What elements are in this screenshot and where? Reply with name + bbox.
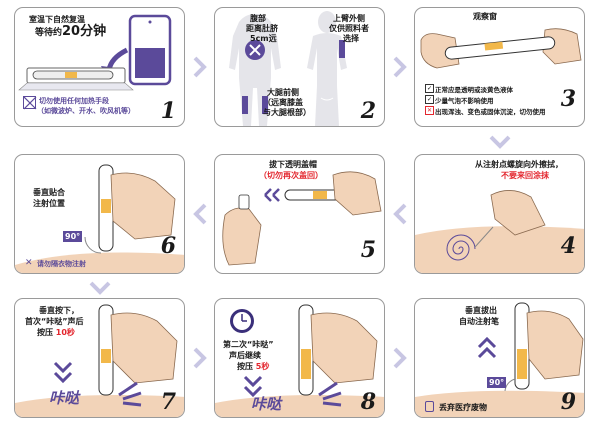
cross-icon: ✕ [425, 106, 434, 115]
arrow-left-icon [193, 203, 207, 225]
step-1-text-2: 等待约20分钟 [35, 24, 107, 39]
step-6-number: 6 [160, 233, 176, 259]
step-4-text-2: 不要来回涂抹 [501, 171, 549, 180]
step-7-press-time: 10秒 [55, 328, 75, 337]
step-2-number: 2 [360, 98, 376, 124]
dispose-label: 丢弃医疗废物 [439, 403, 487, 412]
step-1-wait-time: 20分钟 [62, 24, 107, 39]
step-7-text-1: 垂直按下， [39, 306, 79, 315]
step-5-text-1: 拔下透明盖帽 [269, 160, 317, 169]
step-5-panel: 拔下透明盖帽 （切勿再次盖回） 5 [214, 154, 385, 274]
step-9-text-1: 垂直拔出 [465, 306, 497, 315]
no-clothes-icon: ✕ [25, 258, 33, 268]
step-8-text-1: 第二次“咔哒” [223, 340, 274, 349]
step-8-press-label: 按压 [237, 362, 253, 371]
arrow-right-icon [393, 347, 407, 369]
step-1-warning-2: （如微波炉、开水、吹风机等） [37, 107, 135, 115]
warming-illustration [18, 14, 172, 91]
arrow-right-icon [193, 56, 207, 78]
step-5-number: 5 [360, 237, 376, 263]
step-8-number: 8 [360, 389, 376, 415]
step-6-panel: 垂直贴合 注射位置 90° ✕ 请勿隔衣物注射 6 [14, 154, 185, 274]
thigh-label-3: 与大腿根部） [263, 108, 311, 117]
check-item-3: 出现浑浊、变色或固体沉淀，切勿使用 [435, 108, 546, 116]
thigh-label-2: （远离膝盖 [263, 98, 303, 107]
step-6-warning: 请勿隔衣物注射 [37, 260, 86, 268]
step-9-panel: 垂直拔出 自动注射笔 90° 丢弃医疗废物 9 [414, 298, 585, 418]
no-heat-icon [23, 96, 37, 110]
click-sound-label: 咔哒 [251, 395, 282, 413]
check-item-2: 少量气泡不影响使用 [435, 97, 494, 105]
disposal-icon [425, 401, 434, 412]
step-6-text-2: 注射位置 [33, 199, 65, 208]
step-1-number: 1 [160, 98, 176, 124]
step-4-text-1: 从注射点螺旋向外擦拭， [475, 160, 563, 169]
arm-label-3: 选择 [343, 34, 359, 43]
step-7-press-label: 按压 [37, 328, 53, 337]
step-7-text-3: 按压 10秒 [37, 327, 75, 338]
hold-pen-illustration [215, 304, 384, 417]
angle-label: 90° [487, 377, 507, 388]
step-1-warning-1: 切勿使用任何加热手段 [39, 97, 109, 105]
abdomen-label-2: 距离肚脐 [246, 24, 278, 33]
arrow-down-icon [89, 281, 111, 295]
injection-sites-illustration [229, 11, 347, 126]
withdraw-pen-illustration [415, 302, 584, 417]
check-item-1: 正常应是透明或淡黄色液体 [435, 86, 513, 94]
step-7-panel: 垂直按下， 首次“咔哒”声后 按压 10秒 咔哒 7 [14, 298, 185, 418]
arrow-down-icon [489, 135, 511, 149]
window-label: 观察窗 [473, 12, 497, 21]
step-8-text-2: 声后继续 [229, 351, 261, 360]
abdomen-label-3: 5cm远 [250, 34, 277, 43]
step-9-text-2: 自动注射笔 [459, 317, 499, 326]
press-pen-illustration [15, 304, 184, 417]
wipe-skin-illustration [415, 190, 584, 273]
step-4-number: 4 [560, 233, 576, 259]
check-icon: ✓ [425, 84, 434, 93]
angle-label: 90° [63, 231, 83, 242]
step-1-wait-label: 等待约 [35, 28, 63, 38]
arrow-right-icon [393, 56, 407, 78]
click-sound-label: 咔哒 [49, 389, 80, 407]
step-7-text-2: 首次“咔哒”声后 [25, 317, 84, 326]
step-8-press-time: 5秒 [255, 362, 270, 371]
place-pen-illustration [15, 164, 184, 273]
inspect-window-illustration [420, 28, 582, 69]
arrow-right-icon [193, 347, 207, 369]
step-2-panel: 腹部 距离肚脐 5cm远 上臂外侧 仅供照料者 选择 大腿前侧 （远离膝盖 与大… [214, 7, 385, 127]
step-4-panel: 从注射点螺旋向外擦拭， 不要来回涂抹 4 [414, 154, 585, 274]
step-1-text-1: 室温下自然复温 [29, 15, 85, 24]
check-icon: ✓ [425, 95, 434, 104]
arm-label-2: 仅供照料者 [329, 24, 369, 33]
arm-label-1: 上臂外侧 [333, 14, 365, 23]
arrow-left-icon [393, 203, 407, 225]
step-9-number: 9 [560, 389, 576, 415]
step-3-panel: 观察窗 ✓ 正常应是透明或淡黄色液体 ✓ 少量气泡不影响使用 ✕ 出现浑浊、变色… [414, 7, 585, 127]
step-1-panel: 室温下自然复温 等待约20分钟 切勿使用任何加热手段 （如微波炉、开水、吹风机等… [14, 7, 185, 127]
thigh-label-1: 大腿前侧 [267, 88, 299, 97]
step-6-text-1: 垂直贴合 [33, 188, 65, 197]
step-7-number: 7 [160, 389, 176, 415]
step-5-text-2: （切勿再次盖回） [259, 171, 323, 180]
step-3-number: 3 [560, 86, 576, 112]
step-8-panel: 第二次“咔哒” 声后继续 按压 5秒 咔哒 8 [214, 298, 385, 418]
step-8-text-3: 按压 5秒 [237, 361, 269, 372]
abdomen-label-1: 腹部 [250, 14, 266, 23]
remove-cap-illustration [222, 171, 382, 266]
